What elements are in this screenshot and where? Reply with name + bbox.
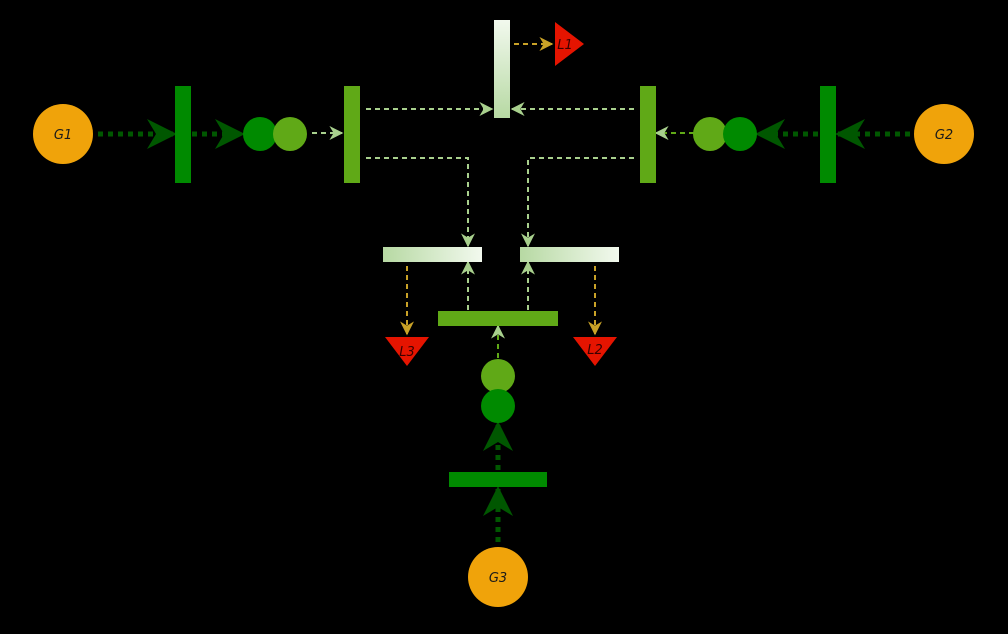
bus-4 [640,86,656,183]
generator-g1[interactable]: G1 [33,104,93,164]
transformer-3 [481,359,515,423]
load-lines [400,37,602,336]
transformer-1 [243,117,307,151]
transformer-1-secondary-winding [273,117,307,151]
bus-9 [449,472,547,487]
load-l2-label: L2 [587,343,603,358]
transformer-2 [693,117,757,151]
bus4-to-bus8-line [521,157,634,248]
heavy-connections [98,119,910,542]
bus-8 [520,247,619,262]
load-l3[interactable]: L3 [385,337,429,366]
generator-g2-label: G2 [935,128,953,143]
bus-7 [494,20,510,118]
load-l3-triangle [385,337,429,366]
generator-g1-circle [33,104,93,164]
transformer-3-secondary-winding [481,359,515,393]
buses [175,20,836,487]
bus-6 [383,247,482,262]
generator-g3-label: G3 [489,571,507,586]
load-l1-label: L1 [557,38,573,53]
transformer-2-secondary-winding [693,117,727,151]
bus-2 [344,86,360,183]
generator-g2[interactable]: G2 [914,104,974,164]
generator-g2-circle [914,104,974,164]
generator-g3-circle [468,547,528,607]
load-l1-triangle [555,22,584,66]
load-l1[interactable]: L1 [555,22,584,66]
generator-g1-label: G1 [54,128,72,143]
bus-5 [820,86,836,183]
load-l2-triangle [573,337,617,366]
generator-g3[interactable]: G3 [468,547,528,607]
bus-1 [175,86,191,183]
load-l2[interactable]: L2 [573,337,617,366]
transformer-2-primary-winding [723,117,757,151]
network-lines [312,102,694,358]
transformer-1-primary-winding [243,117,277,151]
transformer-3-primary-winding [481,389,515,423]
load-l3-label: L3 [399,345,415,360]
bus-3 [438,311,558,326]
bus2-to-bus6-line [366,157,475,248]
